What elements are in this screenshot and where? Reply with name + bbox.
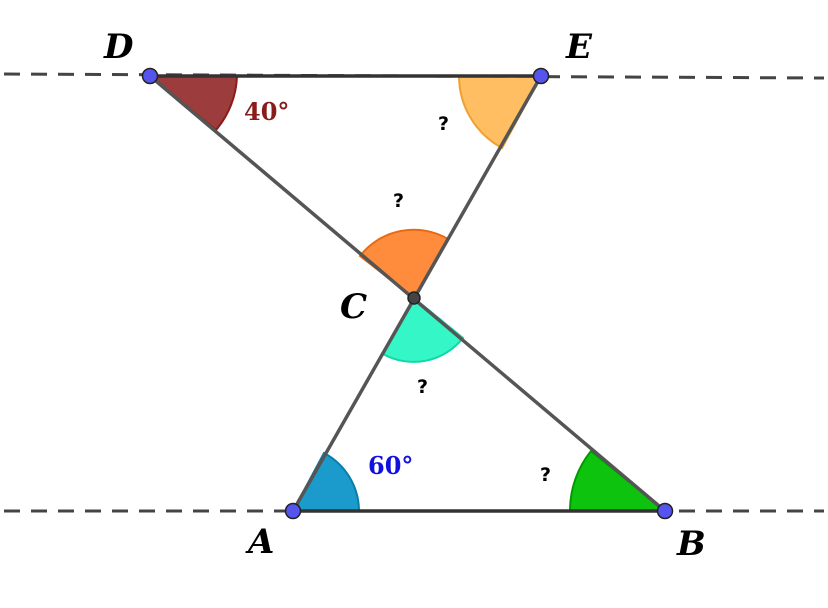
point-E[interactable] bbox=[532, 67, 550, 85]
angle-B-label: ? bbox=[540, 464, 551, 486]
point-A[interactable] bbox=[284, 502, 302, 520]
angle-C-top-label: ? bbox=[393, 190, 404, 212]
angle-C-top-sector bbox=[358, 228, 450, 300]
angle-E-sector bbox=[457, 75, 543, 150]
segment-DB bbox=[148, 74, 667, 513]
point-C[interactable] bbox=[407, 291, 421, 305]
label-D: D bbox=[103, 27, 134, 67]
angle-C-bottom-label: ? bbox=[417, 376, 428, 398]
label-C: C bbox=[340, 287, 367, 327]
angle-E-label: ? bbox=[438, 113, 449, 135]
point-D[interactable] bbox=[141, 67, 159, 85]
label-E: E bbox=[565, 27, 593, 67]
angle-D-label: 40° bbox=[244, 97, 289, 126]
point-B[interactable] bbox=[656, 502, 674, 520]
angle-B-sector bbox=[568, 449, 668, 512]
angle-D-sector bbox=[147, 75, 239, 132]
angle-A-label: 60° bbox=[368, 451, 413, 480]
label-A: A bbox=[245, 522, 274, 562]
angle-C-bottom-sector bbox=[381, 296, 465, 363]
angle-A-sector bbox=[291, 451, 361, 512]
label-B: B bbox=[676, 524, 706, 564]
